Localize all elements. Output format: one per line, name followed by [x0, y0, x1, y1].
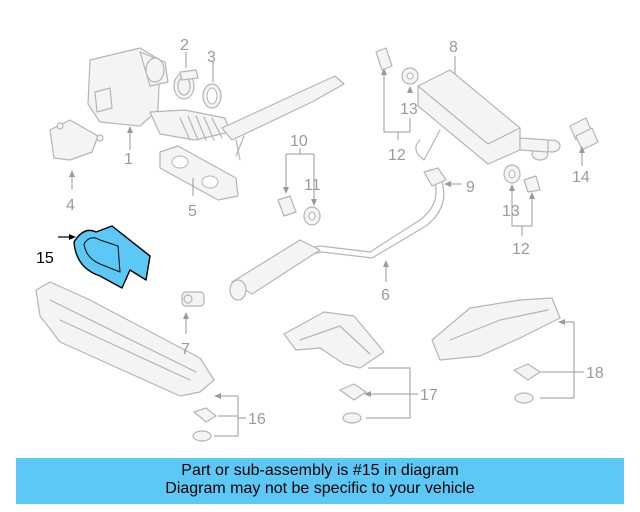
callout-6: 6	[381, 287, 390, 304]
callout-4: 4	[66, 197, 75, 214]
callout-13-top: 13	[400, 101, 418, 118]
callout-9: 9	[466, 179, 475, 196]
part-14-tail-pipes	[569, 117, 599, 166]
part-2-clamp	[173, 52, 199, 100]
part-15-heat-shield[interactable]	[58, 225, 151, 289]
callout-11: 11	[304, 177, 321, 194]
part-16-heat-shield	[35, 281, 246, 442]
callout-3: 3	[207, 49, 216, 66]
part-6-intermediate-pipe	[229, 169, 445, 301]
callout-5: 5	[188, 203, 197, 220]
callout-14: 14	[572, 169, 590, 186]
part-1-catalytic-converter	[87, 47, 345, 161]
callout-17: 17	[420, 387, 438, 404]
callout-15: 15	[36, 250, 54, 267]
part-10-11-mount	[277, 148, 321, 226]
part-8-rear-muffler	[415, 56, 561, 165]
callout-18: 18	[586, 365, 604, 382]
callout-2: 2	[180, 37, 189, 54]
callout-12-right: 12	[512, 241, 530, 258]
callout-16: 16	[248, 411, 266, 428]
part-4-bracket	[49, 119, 104, 190]
callout-12-top: 12	[388, 147, 406, 164]
callout-13-right: 13	[502, 203, 520, 220]
exhaust-system-diagram: 1 2 3 4 5 6 7 8 9 10 11 12 13 13 12 14 1…	[35, 37, 604, 442]
part-7-hanger	[181, 291, 205, 334]
part-12-13-top-mount	[375, 47, 419, 140]
part-9-clamp	[423, 167, 462, 187]
callout-8: 8	[449, 39, 458, 56]
part-12-13-right-mount	[503, 164, 541, 236]
banner-line-1: Part or sub-assembly is #15 in diagram	[181, 462, 459, 479]
part-3-gasket	[202, 62, 222, 109]
callout-7: 7	[181, 341, 190, 358]
part-17-heat-shield	[283, 311, 418, 424]
info-banner: Part or sub-assembly is #15 in diagram D…	[16, 458, 624, 504]
part-5-flange	[159, 145, 239, 201]
banner-line-2: Diagram may not be specific to your vehi…	[165, 480, 475, 497]
callout-10: 10	[290, 133, 308, 150]
part-18-heat-shield	[431, 297, 584, 404]
callout-1: 1	[124, 151, 133, 168]
